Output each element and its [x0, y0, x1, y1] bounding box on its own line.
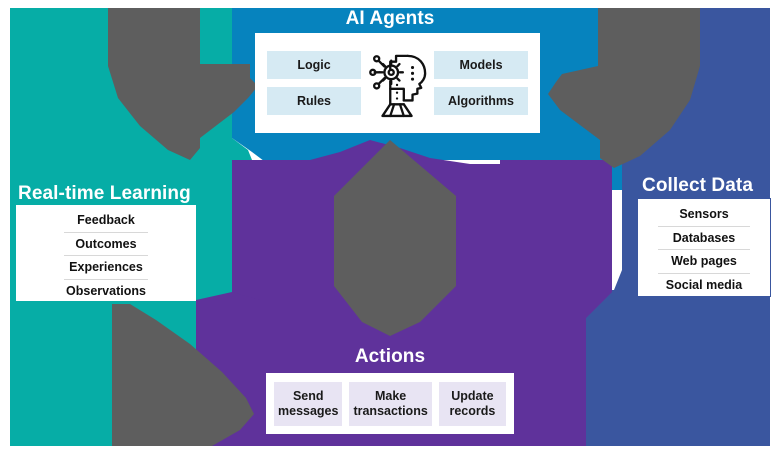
panel-ai-agents: Logic Rules [255, 33, 540, 133]
chip-update-records[interactable]: Update records [438, 381, 506, 426]
ai-agents-left-chips: Logic Rules [267, 50, 361, 116]
navy-region-lower [586, 290, 770, 446]
panel-actions: Send messages Make transactions Update r… [265, 372, 515, 435]
arrow-top-right [548, 8, 700, 168]
list-item-databases[interactable]: Databases [658, 227, 750, 250]
list-item-experiences[interactable]: Experiences [64, 256, 148, 280]
section-heading-collect-data: Collect Data [642, 175, 754, 196]
list-item-social-media[interactable]: Social media [665, 277, 743, 292]
list-item-sensors[interactable]: Sensors [658, 203, 750, 227]
arrow-bottom-left [112, 304, 254, 446]
list-item-outcomes[interactable]: Outcomes [64, 233, 148, 256]
ai-agents-right-chips: Models Algorithms [434, 50, 528, 116]
panel-collect-data: Sensors Databases Web pages Social media [637, 198, 771, 297]
chip-make-transactions[interactable]: Make transactions [349, 381, 432, 426]
chip-rules[interactable]: Rules [267, 87, 361, 116]
section-heading-ai-agents: AI Agents [345, 8, 435, 29]
arrow-top-left [108, 8, 258, 160]
chip-models[interactable]: Models [434, 50, 528, 79]
list-item-observations[interactable]: Observations [66, 283, 146, 298]
panel-realtime-learning: Feedback Outcomes Experiences Observatio… [16, 205, 196, 301]
section-heading-actions: Actions [354, 346, 426, 367]
list-item-feedback[interactable]: Feedback [64, 209, 148, 233]
ai-robot-head-icon [368, 54, 426, 118]
chip-send-messages[interactable]: Send messages [274, 381, 343, 426]
section-heading-realtime-learning: Real-time Learning [18, 183, 191, 204]
chip-algorithms[interactable]: Algorithms [434, 87, 528, 116]
list-item-web-pages[interactable]: Web pages [658, 250, 750, 274]
chip-logic[interactable]: Logic [267, 50, 361, 79]
purple-region-right [500, 160, 612, 446]
arrow-center [334, 140, 456, 336]
